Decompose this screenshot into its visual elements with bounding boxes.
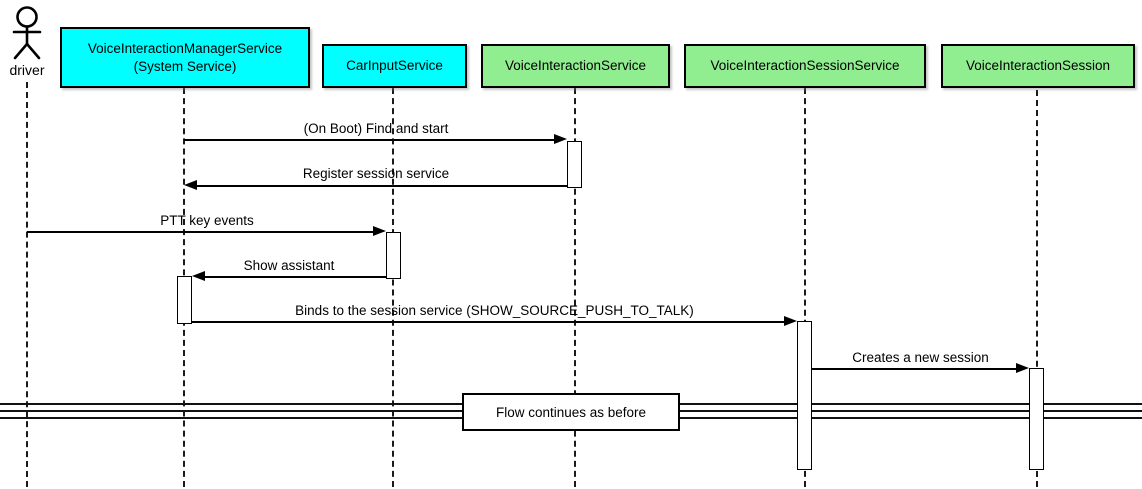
arrowhead-left-icon bbox=[184, 180, 197, 190]
participant-box-voiceinteractionmanagerservice: VoiceInteractionManagerService (System S… bbox=[60, 27, 310, 88]
lifeline-driver bbox=[26, 82, 28, 487]
participant-label: VoiceInteractionSession bbox=[965, 58, 1111, 74]
participant-label: VoiceInteractionSessionService bbox=[710, 58, 900, 74]
participant-box-voiceinteractionsessionservice: VoiceInteractionSessionService bbox=[684, 44, 926, 88]
participant-box-voiceinteractionservice: VoiceInteractionService bbox=[481, 44, 670, 88]
participant-label: VoiceInteractionService bbox=[504, 58, 647, 74]
arrow-shaft bbox=[812, 368, 1019, 370]
message-label-binds-to-session-service: Binds to the session service (SHOW_SOURC… bbox=[295, 303, 694, 318]
arrowhead-right-icon bbox=[784, 316, 797, 326]
divider-label: Flow continues as before bbox=[495, 404, 647, 420]
message-label-register-session-service: Register session service bbox=[302, 166, 450, 181]
arrow-shaft bbox=[194, 185, 567, 187]
arrow-shaft bbox=[184, 139, 557, 141]
activation-carinputservice bbox=[386, 232, 401, 279]
message-label-on-boot-find-and-start: (On Boot) Find and start bbox=[303, 121, 449, 136]
arrow-shaft bbox=[202, 276, 386, 278]
message-label-ptt-key-events: PTT key events bbox=[160, 213, 254, 228]
lifeline-voiceinteractionsessionservice bbox=[804, 88, 806, 487]
participant-label: VoiceInteractionManagerService bbox=[87, 40, 283, 56]
arrow-shaft bbox=[192, 321, 787, 323]
message-label-show-assistant: Show assistant bbox=[243, 258, 335, 273]
arrowhead-right-icon bbox=[373, 226, 386, 236]
message-label-creates-a-new-session: Creates a new session bbox=[852, 350, 989, 365]
activation-voiceinteractionservice bbox=[567, 141, 582, 188]
lifeline-carinputservice bbox=[392, 88, 394, 487]
actor-label: driver bbox=[9, 62, 45, 78]
activation-voiceinteractionsession bbox=[1029, 368, 1044, 470]
activation-voiceinteractionsessionservice bbox=[797, 321, 812, 470]
participant-box-voiceinteractionsession: VoiceInteractionSession bbox=[941, 44, 1135, 88]
arrowhead-left-icon bbox=[192, 271, 205, 281]
lifeline-voiceinteractionservice bbox=[574, 88, 576, 487]
lifeline-voiceinteractionsession bbox=[1036, 90, 1038, 487]
participant-label: CarInputService bbox=[346, 58, 443, 74]
participant-sublabel: (System Service) bbox=[133, 58, 237, 74]
divider-label-box: Flow continues as before bbox=[462, 393, 680, 431]
actor-icon bbox=[12, 6, 42, 60]
participant-box-carinputservice: CarInputService bbox=[322, 44, 467, 88]
arrow-shaft bbox=[27, 231, 376, 233]
arrowhead-right-icon bbox=[1016, 363, 1029, 373]
arrowhead-right-icon bbox=[554, 134, 567, 144]
activation-voiceinteractionmanagerservice bbox=[177, 276, 192, 324]
actor-driver bbox=[8, 4, 46, 67]
